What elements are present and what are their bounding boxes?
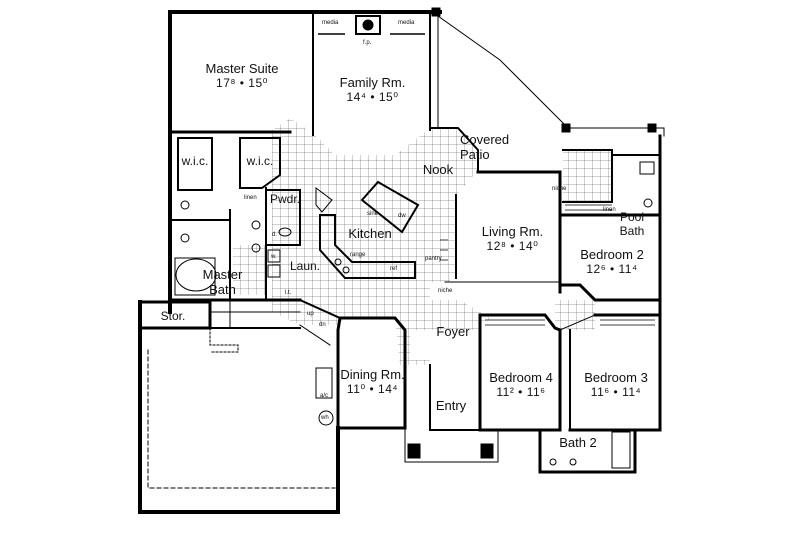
dryer-label: d.: [272, 232, 278, 238]
laundry-tub-label: l.t.: [285, 290, 292, 296]
up-label: up: [307, 311, 314, 317]
media-right-label: media: [398, 20, 415, 26]
walls: [138, 10, 665, 514]
pantry-label: pantry: [425, 256, 442, 262]
dn-label: dn: [319, 322, 326, 328]
media-left-label: media: [322, 20, 339, 26]
sink-label: sink: [367, 211, 378, 217]
ref-label: ref: [390, 266, 398, 272]
fireplace-label: f.p.: [363, 40, 372, 46]
ac-label: a/c: [320, 393, 329, 399]
niche-living-label: niche: [438, 288, 453, 294]
dw-label: dw: [398, 213, 406, 219]
niche-pool-label: niche: [552, 186, 567, 192]
fixtures: [174, 7, 657, 469]
washer-label: w.: [271, 254, 277, 260]
range-label: range: [350, 252, 366, 258]
linen-pool-label: linen: [603, 207, 616, 213]
tile-floor: [233, 118, 613, 365]
linen-pwdr-label: linen: [244, 195, 257, 201]
water-heater-label: wh: [321, 415, 329, 421]
